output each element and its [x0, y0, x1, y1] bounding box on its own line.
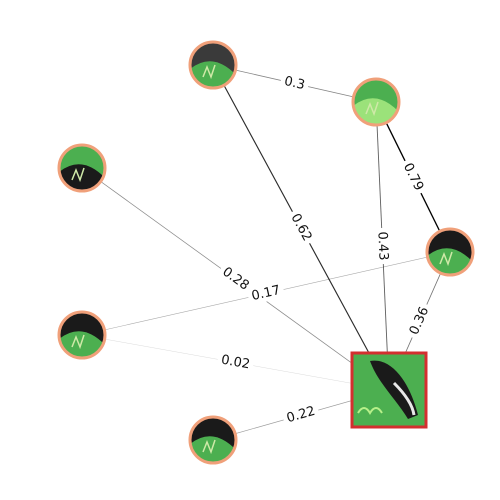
edge-label-bg — [246, 281, 286, 306]
graph-node[interactable] — [188, 40, 238, 90]
graph-node[interactable] — [351, 77, 401, 127]
focus-node[interactable] — [350, 351, 428, 429]
graph-node[interactable] — [57, 310, 107, 360]
edge-label-group: 0.02 — [216, 351, 255, 374]
thumbnail-highlight — [202, 64, 216, 80]
edge-label-group: 0.3 — [279, 72, 310, 95]
node-border — [188, 415, 238, 465]
edge-label-group: 0.62 — [285, 207, 317, 248]
node-border — [57, 310, 107, 360]
focus-node-border — [350, 351, 428, 429]
node-thumbnail — [59, 145, 105, 191]
graph-node[interactable] — [425, 227, 475, 277]
node-border — [351, 77, 401, 127]
edge-label-group: 0.22 — [281, 402, 321, 428]
graph-node[interactable] — [188, 415, 238, 465]
edge-label-bg — [397, 157, 429, 197]
thumbnail-detail — [190, 436, 236, 463]
edge-label-bg — [285, 207, 317, 248]
edge-weight-label: 0.36 — [407, 305, 432, 338]
node-border — [425, 227, 475, 277]
node-border — [57, 143, 107, 193]
edge-label-bg — [404, 301, 435, 341]
edge-label-bg — [216, 351, 255, 374]
thumbnail-detail — [190, 61, 236, 88]
thumbnail-detail — [59, 164, 105, 191]
node-border — [188, 40, 238, 90]
thumbnail-highlight — [439, 251, 453, 267]
edge-weight-label: 0.79 — [400, 161, 426, 194]
edge-label-bg — [373, 227, 392, 265]
bird-silhouette — [370, 360, 418, 419]
edge-label-group: 0.36 — [404, 301, 435, 341]
thumbnail-detail — [353, 98, 399, 125]
thumbnail-detail — [59, 331, 105, 358]
edge-label-bg — [281, 402, 321, 428]
thumbnail-highlight — [71, 334, 85, 350]
edge-label-bg — [216, 261, 255, 297]
thumbnail-highlight — [71, 167, 85, 183]
edge-weight-label: 0.02 — [220, 353, 251, 373]
bird-wing-highlight — [392, 381, 416, 416]
edge-label-group: 0.17 — [246, 281, 286, 306]
thumbnail-highlight — [202, 439, 216, 455]
grass-detail — [357, 407, 383, 415]
graph-node[interactable] — [57, 143, 107, 193]
nodes-layer — [57, 40, 475, 465]
edge-label-bg — [279, 72, 310, 95]
thumbnail-detail — [427, 248, 473, 275]
edge-weight-label: 0.17 — [250, 283, 282, 304]
edge-label-group: 0.79 — [397, 157, 429, 197]
edge-weight-label: 0.43 — [374, 231, 390, 261]
thumbnail-highlight — [365, 101, 379, 117]
edge-weight-label: 0.3 — [283, 74, 306, 93]
edge-labels-layer: 0.30.620.790.430.280.170.360.020.22 — [216, 72, 435, 428]
edge-label-group: 0.43 — [373, 227, 392, 265]
